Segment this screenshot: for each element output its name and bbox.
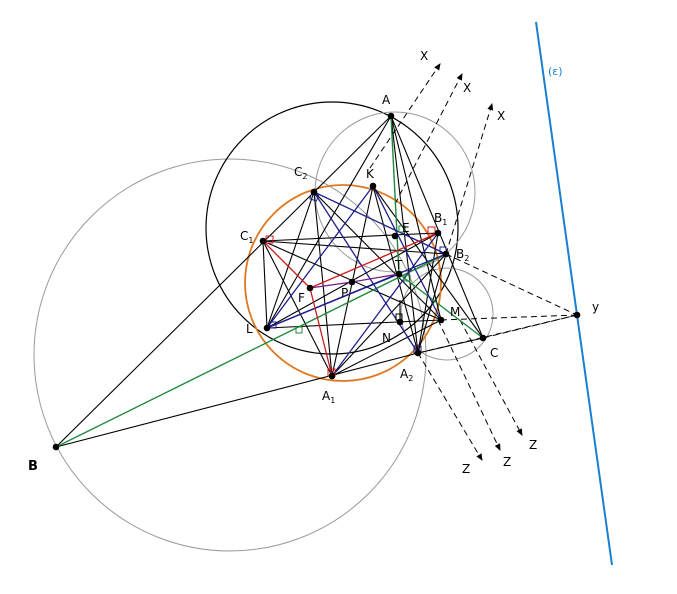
point-L — [263, 324, 271, 332]
dashed-arrows-x — [369, 63, 494, 255]
points — [52, 112, 581, 451]
label-A2: A2 — [400, 367, 413, 383]
label-M: M — [450, 305, 460, 319]
point-N — [396, 318, 404, 326]
label-B2: B2 — [456, 247, 469, 263]
point-A — [387, 112, 395, 120]
point-B2 — [442, 250, 450, 258]
label-P: P — [341, 286, 348, 300]
point-C — [479, 334, 487, 342]
large-gray-circle — [33, 158, 427, 552]
label-y: y — [592, 300, 599, 314]
point-B — [52, 443, 60, 451]
label-E: E — [402, 221, 410, 235]
green-lines — [55, 115, 484, 448]
label-Z1: Z — [462, 462, 470, 476]
dashed-arrows-z — [417, 319, 523, 461]
purple-lines — [309, 273, 400, 289]
label-C2: C2 — [294, 165, 307, 181]
point-T — [395, 270, 403, 278]
navy-lines — [266, 185, 447, 377]
label-K: K — [366, 167, 375, 181]
point-E — [391, 232, 399, 240]
point-M — [437, 316, 445, 324]
black-circle — [205, 101, 459, 355]
point-K — [369, 182, 377, 190]
label-epsilon: (ε) — [548, 65, 563, 78]
label-T: T — [394, 258, 403, 272]
label-B: B — [28, 459, 38, 474]
label-F: F — [298, 291, 305, 305]
label-A: A — [382, 93, 391, 107]
dashed-lines-to-y — [417, 253, 578, 354]
label-X2: X — [463, 81, 471, 95]
label-N: N — [382, 331, 391, 345]
orange-circle — [244, 184, 442, 382]
point-P — [348, 278, 356, 286]
label-L: L — [246, 322, 253, 336]
point-C1 — [259, 237, 267, 245]
label-Z2: Z — [503, 455, 511, 469]
point-B1 — [434, 229, 442, 237]
point-C2 — [310, 188, 318, 196]
label-Z3: Z — [529, 438, 537, 452]
red-lines — [262, 232, 439, 377]
point-A1 — [328, 372, 336, 380]
label-C: C — [490, 346, 498, 360]
black-lines — [55, 115, 484, 448]
label-C1: C1 — [240, 229, 253, 245]
label-X1: X — [420, 49, 428, 63]
label-B1: B1 — [434, 211, 447, 227]
point-A2 — [414, 349, 422, 357]
epsilon-line — [535, 21, 613, 566]
point-F — [306, 284, 314, 292]
label-X3: X — [497, 109, 505, 123]
label-A1: A1 — [322, 389, 335, 405]
point-y — [573, 311, 581, 319]
